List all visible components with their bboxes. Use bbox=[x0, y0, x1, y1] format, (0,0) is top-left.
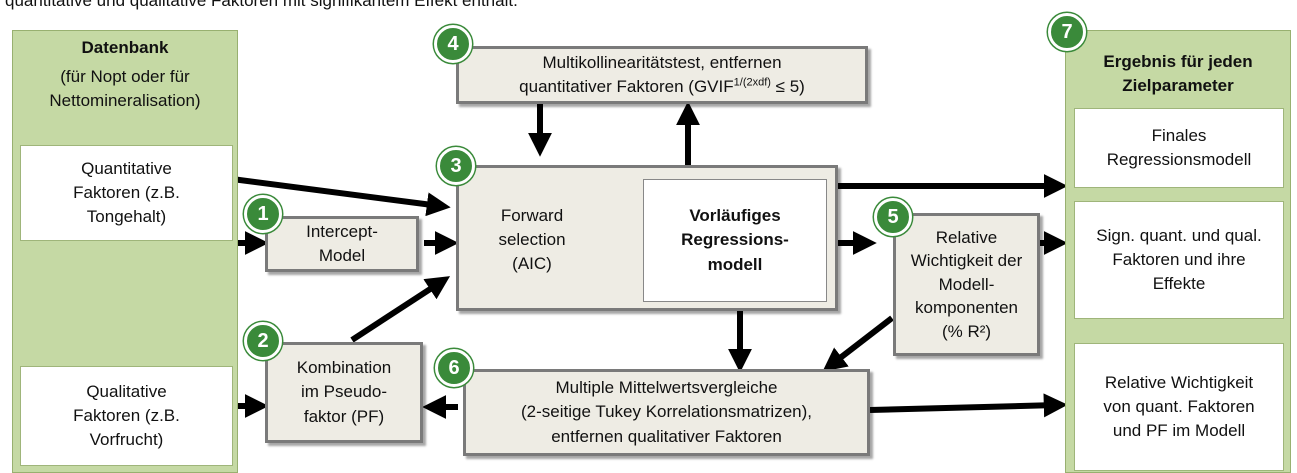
step-6-badge: 6 bbox=[435, 349, 473, 387]
arrow-quant-to-forward bbox=[231, 176, 451, 217]
multicollinearity-line2: quantitativer Faktoren (GVIF bbox=[519, 77, 734, 96]
pseudo-factor-box: Kombination im Pseudo-faktor (PF) bbox=[265, 342, 423, 443]
preliminary-model-box: Vorläufiges Regressions-modell bbox=[643, 179, 827, 302]
tukey-line3: entfernen qualitativer Faktoren bbox=[551, 426, 782, 446]
datenbank-subtitle: (für Nopt oder für Nettomineralisation) bbox=[49, 66, 201, 110]
ergebnis-panel: Ergebnis für jeden Zielparameter Finales… bbox=[1065, 30, 1291, 473]
ergebnis-title: Ergebnis für jeden Zielparameter bbox=[1103, 51, 1253, 95]
tukey-line1: Multiple Mittelwertsvergleiche bbox=[555, 378, 778, 398]
step-5-badge: 5 bbox=[874, 198, 912, 236]
forward-selection-label: Forward selection (AIC) bbox=[498, 205, 566, 274]
step-2-badge: 2 bbox=[244, 322, 282, 360]
arrow-tukey-to-importance bbox=[869, 393, 1068, 418]
factors-effects-box: Sign. quant. und qual. Faktoren und ihre… bbox=[1074, 201, 1284, 319]
intercept-model-box: Intercept-Model bbox=[265, 216, 419, 272]
multicollinearity-threshold: ≤ 5) bbox=[770, 77, 805, 96]
final-model-box: Finales Regressionsmodell bbox=[1074, 108, 1284, 188]
qualitative-factors-box: Qualitative Faktoren (z.B. Vorfrucht) bbox=[20, 366, 233, 466]
relative-importance-result-box: Relative Wichtigkeit von quant. Faktoren… bbox=[1074, 343, 1284, 471]
arrow-relative-to-tukey bbox=[822, 315, 894, 372]
arrow-pf-to-forward bbox=[350, 276, 451, 343]
tukey-comparison-box: Multiple Mittelwertsvergleiche (2-seitig… bbox=[463, 369, 870, 456]
multicollinearity-box: Multikollinearitätstest, entfernen quant… bbox=[456, 46, 868, 104]
step-4-badge: 4 bbox=[434, 25, 472, 63]
relative-importance-box: Relative Wichtigkeit der Modell-komponen… bbox=[893, 213, 1040, 356]
datenbank-panel: Datenbank (für Nopt oder für Nettominera… bbox=[12, 30, 238, 473]
datenbank-title: Datenbank bbox=[81, 37, 169, 57]
tukey-line2: (2-seitige Tukey Korrelationsmatrizen), bbox=[520, 402, 812, 422]
step-1-badge: 1 bbox=[244, 195, 282, 233]
step-3-badge: 3 bbox=[437, 147, 475, 185]
gvif-exponent: 1/(2xdf) bbox=[733, 76, 771, 89]
quantitative-factors-box: Quantitative Faktoren (z.B. Tongehalt) bbox=[20, 145, 233, 241]
multicollinearity-line1: Multikollinearitätstest, entfernen bbox=[542, 52, 782, 72]
step-7-badge: 7 bbox=[1048, 13, 1086, 51]
caption-text: quantitative und qualitative Faktoren mi… bbox=[5, 0, 518, 10]
